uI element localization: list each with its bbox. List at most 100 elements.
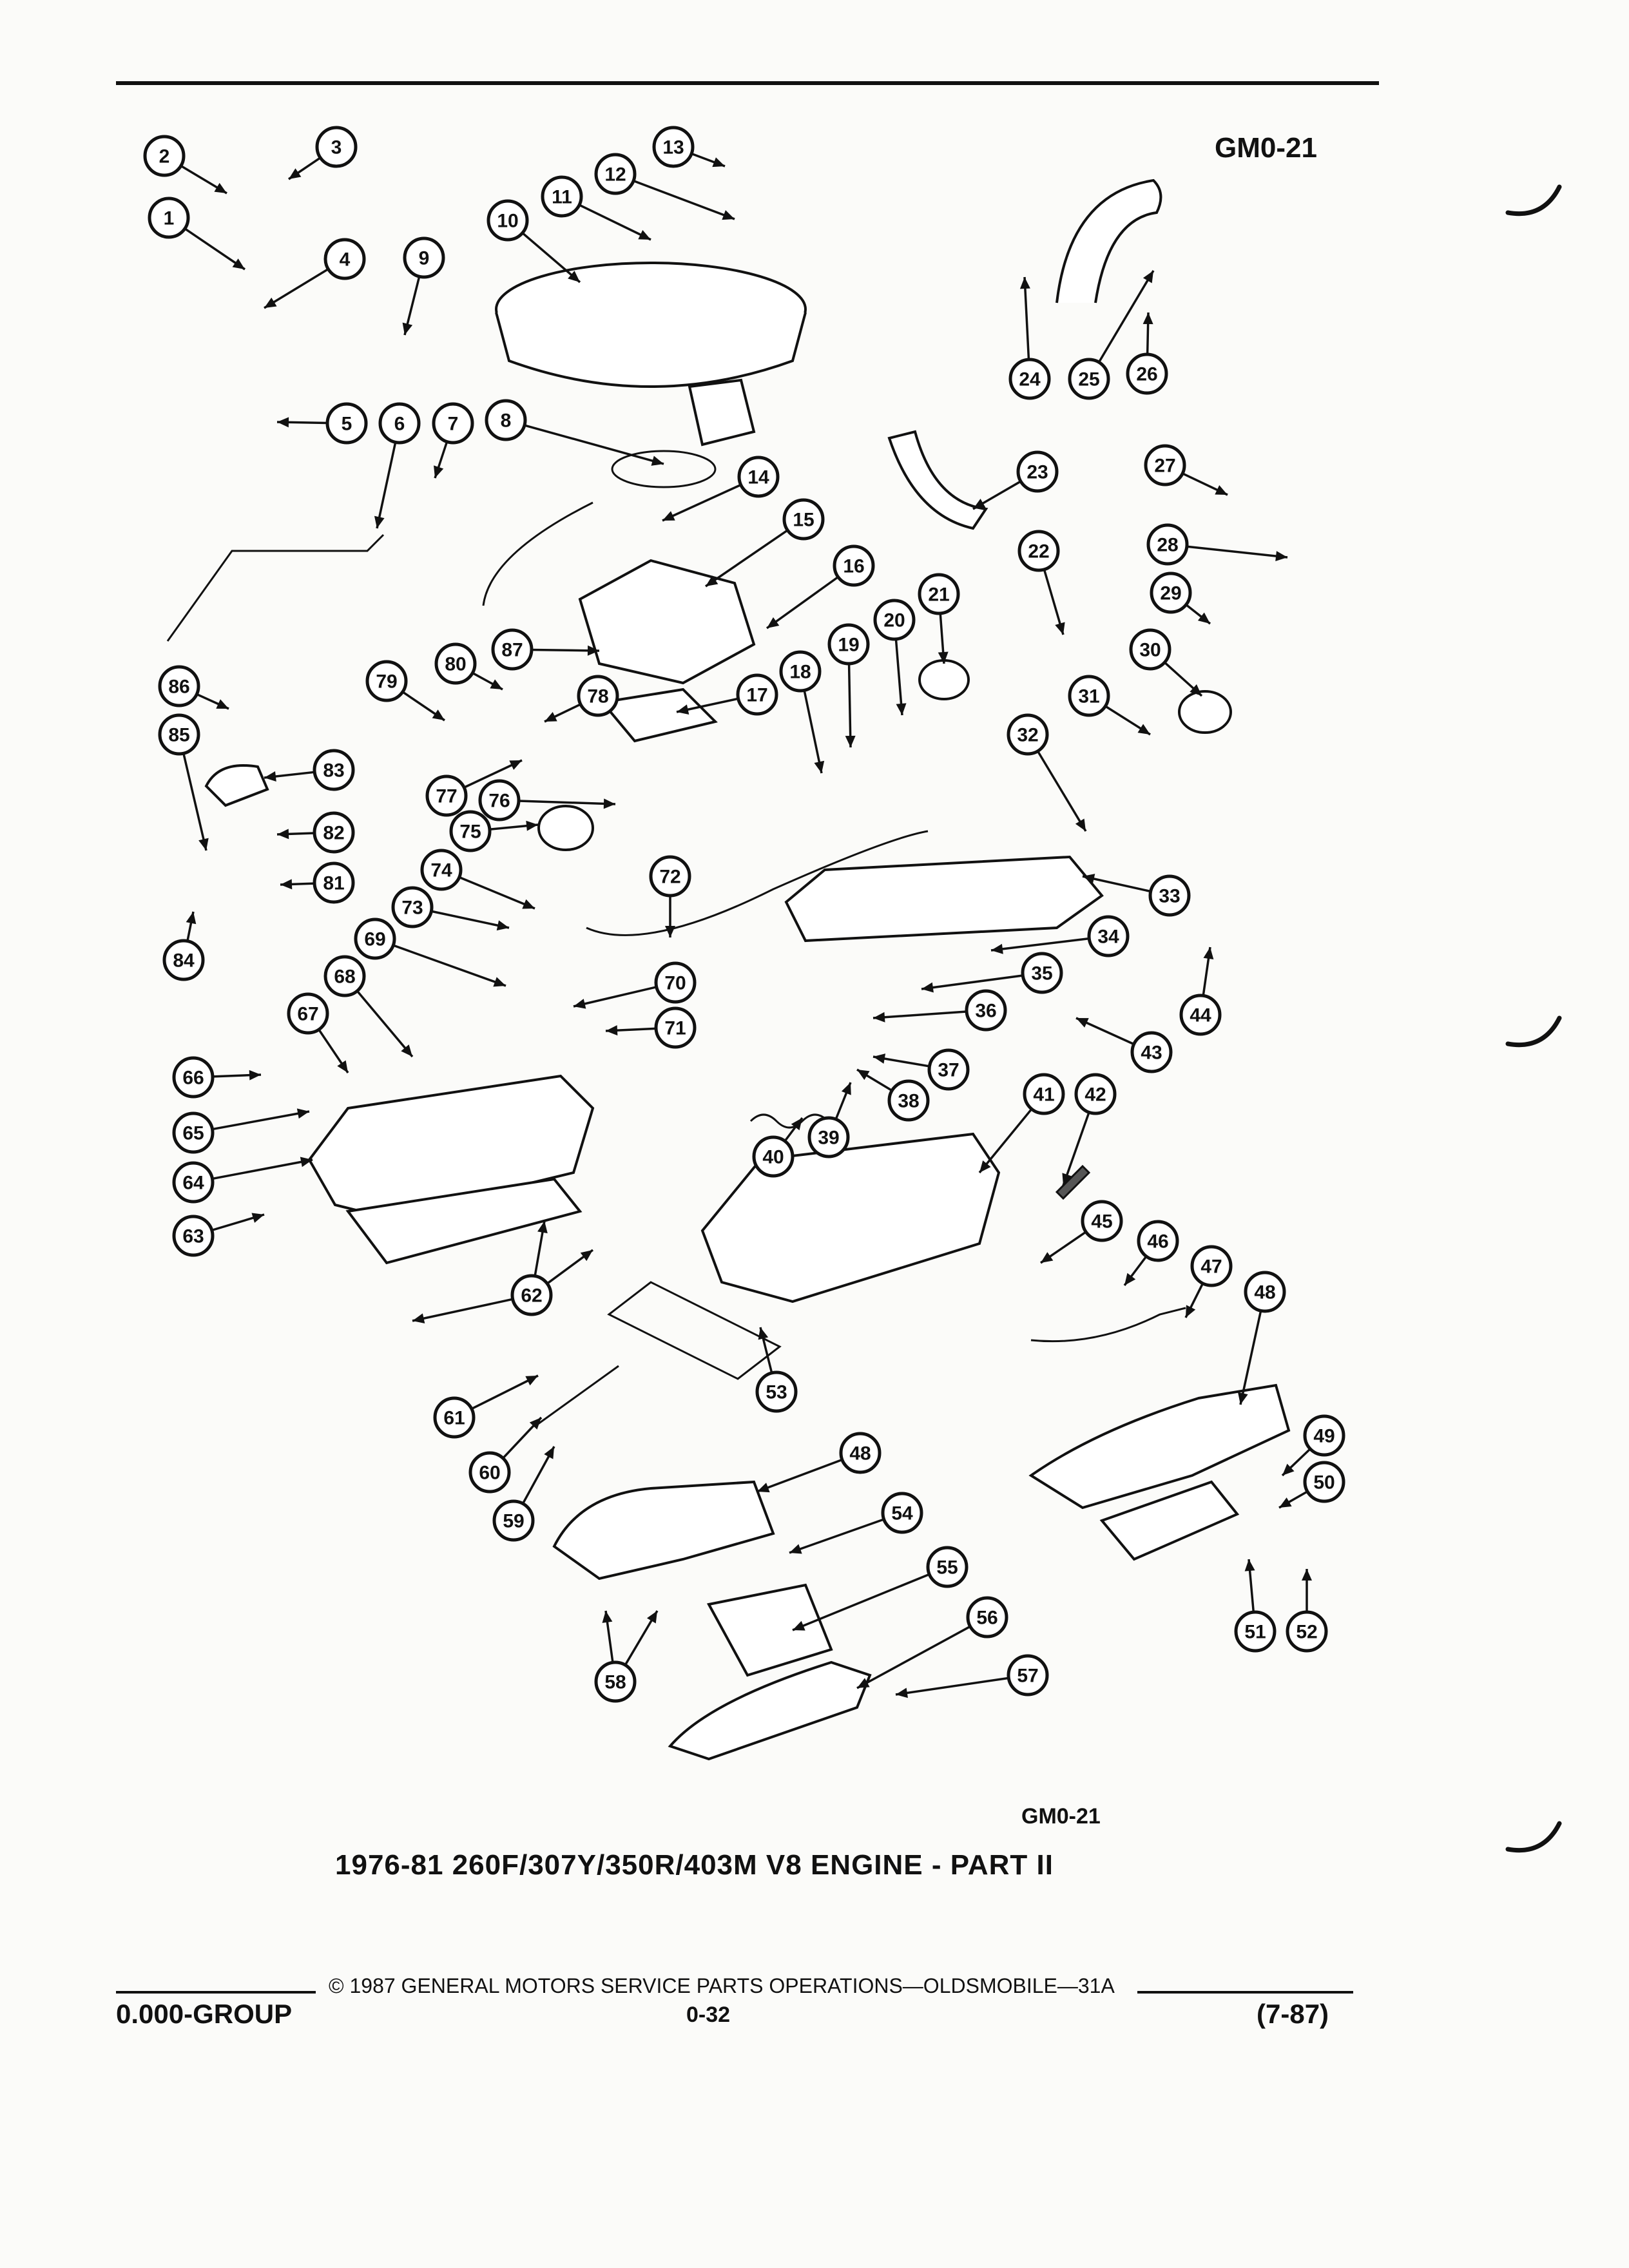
callout-22: 22 [1017, 530, 1060, 572]
callout-23: 23 [1016, 450, 1059, 493]
callout-57: 57 [1007, 1654, 1049, 1696]
arrowhead [264, 297, 277, 308]
callout-circle [1008, 358, 1051, 400]
heat-stove [706, 1583, 833, 1677]
group-number: 0.000-GROUP [116, 1999, 293, 2029]
callout-number: 58 [604, 1672, 626, 1693]
callout-number: 42 [1084, 1084, 1106, 1106]
arrowhead [186, 912, 197, 925]
callout-54: 54 [881, 1492, 923, 1534]
callout-number: 57 [1017, 1666, 1038, 1687]
callout-circle [1148, 874, 1191, 917]
callout-number: 23 [1027, 462, 1048, 483]
arrowhead [1203, 947, 1214, 959]
callout-circle [172, 1161, 215, 1204]
intake-manifold [307, 1074, 595, 1220]
callout-25: 25 [1068, 358, 1110, 400]
arrowhead [1041, 1252, 1054, 1263]
callout-16: 16 [833, 544, 875, 587]
arrowhead [1186, 1305, 1196, 1318]
arrowhead [1137, 724, 1150, 735]
arrowhead [662, 511, 675, 521]
callout-circle [315, 126, 358, 168]
callout-number: 49 [1313, 1426, 1335, 1447]
callout-circle [1074, 1073, 1117, 1115]
callout-circle [1150, 572, 1192, 614]
callout-circle [873, 599, 916, 641]
cylinder-head [700, 1132, 1001, 1303]
callout-30: 30 [1129, 628, 1171, 671]
callout-circle [487, 199, 529, 242]
callout-circle [1303, 1461, 1345, 1503]
callout-66: 66 [172, 1056, 215, 1099]
callout-55: 55 [926, 1546, 969, 1588]
callout-18: 18 [779, 650, 822, 693]
callout-circle [594, 153, 637, 195]
callout-circle [485, 399, 527, 441]
callout-76: 76 [478, 779, 521, 822]
arrowhead [264, 771, 276, 782]
leader-line [430, 910, 510, 929]
callout-36: 36 [965, 989, 1007, 1032]
callout-number: 29 [1160, 583, 1181, 604]
callout-number: 6 [394, 414, 405, 435]
arrowhead [249, 1070, 261, 1081]
arrowhead [509, 760, 522, 770]
callout-number: 77 [436, 786, 457, 807]
callout-80: 80 [434, 642, 477, 685]
arrowhead [402, 322, 413, 335]
arrowhead [841, 1082, 851, 1095]
callout-circle [172, 1111, 215, 1154]
callout-circle [782, 498, 825, 541]
callout-62: 62 [510, 1274, 553, 1316]
callout-40: 40 [752, 1135, 795, 1178]
leader-line [412, 1298, 514, 1322]
callout-circle [807, 1116, 850, 1158]
page-number: 0-32 [686, 2003, 731, 2027]
callout-number: 66 [182, 1068, 204, 1089]
binding-edge-marks [1505, 184, 1562, 1853]
duct-hose [887, 430, 988, 530]
arrowhead [973, 499, 986, 509]
callout-24: 24 [1008, 358, 1051, 400]
arrowhead [374, 515, 385, 528]
callout-44: 44 [1179, 994, 1222, 1036]
callout-circle [162, 939, 205, 981]
callout-number: 80 [445, 654, 466, 675]
callout-circle [1137, 1220, 1179, 1262]
leader-line [1082, 875, 1152, 893]
callout-number: 32 [1017, 725, 1038, 746]
callout-5: 5 [325, 402, 368, 445]
callout-circle [755, 1370, 798, 1413]
figure-code-top: GM0-21 [1215, 132, 1317, 164]
arrowhead [529, 1418, 541, 1430]
callout-number: 84 [173, 950, 195, 972]
callout-32: 32 [1007, 713, 1049, 756]
callout-number: 47 [1200, 1256, 1222, 1278]
callout-circle [654, 1006, 697, 1049]
callout-number: 60 [479, 1463, 500, 1484]
arrowhead [1124, 1273, 1136, 1285]
callout-number: 2 [159, 146, 170, 168]
arrowhead [277, 417, 289, 428]
rocker-cover-hose [586, 830, 929, 936]
callout-35: 35 [1021, 952, 1063, 994]
arrowhead [580, 1250, 593, 1262]
callout-circle [323, 955, 366, 997]
leader-line [1062, 1111, 1090, 1186]
arrowhead [706, 575, 718, 586]
arrowhead [198, 838, 209, 850]
arrowhead [568, 271, 580, 282]
callout-number: 86 [168, 677, 189, 698]
callout-21: 21 [918, 573, 960, 615]
leader-line [895, 1677, 1009, 1696]
callout-number: 65 [182, 1123, 204, 1144]
callout-number: 52 [1296, 1622, 1317, 1643]
callout-26: 26 [1126, 352, 1168, 395]
arrowhead [991, 943, 1003, 954]
callout-11: 11 [541, 175, 583, 218]
callout-58: 58 [594, 1660, 637, 1703]
callout-number: 5 [342, 414, 352, 435]
arrowhead [1075, 818, 1086, 831]
callout-12: 12 [594, 153, 637, 195]
